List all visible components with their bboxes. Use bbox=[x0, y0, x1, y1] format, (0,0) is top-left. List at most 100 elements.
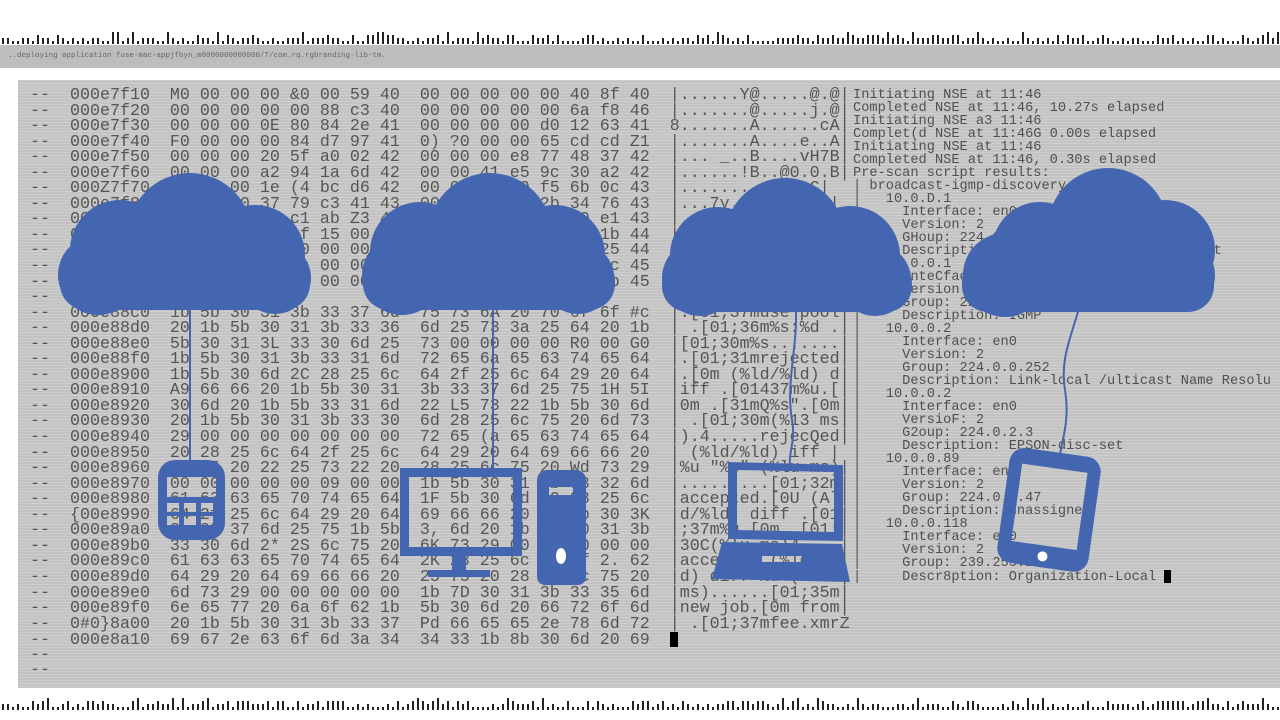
tick-mark bbox=[812, 707, 814, 710]
tick-mark bbox=[1017, 704, 1019, 710]
tick-mark bbox=[937, 704, 939, 710]
tick-mark bbox=[877, 704, 879, 710]
tick-mark bbox=[277, 701, 279, 710]
tick-mark bbox=[467, 701, 469, 710]
tick-mark bbox=[797, 698, 799, 710]
nse-output-line: | Version: 2 bbox=[853, 348, 985, 363]
nse-output-line: | Interface: en0 bbox=[853, 400, 1017, 415]
tick-mark bbox=[1187, 41, 1189, 44]
tick-mark bbox=[772, 707, 774, 710]
tick-mark bbox=[377, 32, 379, 44]
tick-mark bbox=[287, 707, 289, 710]
text-cursor bbox=[669, 632, 678, 648]
tick-mark bbox=[32, 701, 34, 710]
tick-mark bbox=[727, 38, 729, 44]
tick-mark bbox=[952, 701, 954, 710]
tick-mark bbox=[1257, 704, 1259, 710]
tick-mark bbox=[747, 701, 749, 710]
tick-mark bbox=[1052, 41, 1054, 44]
tick-mark bbox=[752, 41, 754, 44]
tick-mark bbox=[702, 38, 704, 44]
tick-mark bbox=[337, 701, 339, 710]
hex-dump-line: -- 000e7f30 00 00 00 0E 80 84 2e 41 00 0… bbox=[30, 117, 850, 137]
nse-output-line: | Version: 2 bbox=[853, 543, 985, 558]
tick-mark bbox=[557, 707, 559, 710]
tick-mark bbox=[472, 707, 474, 710]
tick-mark bbox=[587, 701, 589, 710]
tick-mark bbox=[777, 704, 779, 710]
tick-mark bbox=[1072, 38, 1074, 44]
tick-mark bbox=[177, 707, 179, 710]
tick-mark bbox=[1187, 707, 1189, 710]
tick-mark bbox=[327, 701, 329, 710]
tick-mark bbox=[367, 35, 369, 44]
tick-mark bbox=[1202, 41, 1204, 44]
tick-mark bbox=[12, 41, 14, 44]
tick-mark bbox=[197, 35, 199, 44]
tick-mark bbox=[1242, 35, 1244, 44]
tick-mark bbox=[447, 701, 449, 710]
tick-mark bbox=[997, 41, 999, 44]
tick-mark bbox=[1077, 38, 1079, 44]
tick-mark bbox=[677, 707, 679, 710]
tick-mark bbox=[677, 41, 679, 44]
tick-mark bbox=[252, 704, 254, 710]
tick-mark bbox=[957, 704, 959, 710]
tick-mark bbox=[1207, 698, 1209, 710]
hex-dump-line: -- 000e8940 29 00 00 00 00 00 00 00 72 6… bbox=[30, 428, 850, 448]
tick-mark bbox=[1132, 707, 1134, 710]
tick-mark bbox=[1197, 41, 1199, 44]
tick-mark bbox=[707, 704, 709, 710]
tick-mark bbox=[477, 707, 479, 710]
tick-mark bbox=[1102, 707, 1104, 710]
tick-mark bbox=[282, 701, 284, 710]
tick-mark bbox=[1037, 704, 1039, 710]
tick-mark bbox=[267, 41, 269, 44]
tick-mark bbox=[622, 41, 624, 44]
tick-mark bbox=[512, 701, 514, 710]
tick-mark bbox=[807, 704, 809, 710]
tick-mark bbox=[532, 35, 534, 44]
tick-mark bbox=[272, 707, 274, 710]
hex-dump-line: -- 000e8910 A9 66 66 20 1b 5b 30 31 3b 3… bbox=[30, 381, 850, 401]
tick-mark bbox=[492, 704, 494, 710]
tick-mark bbox=[342, 701, 344, 710]
tick-mark bbox=[602, 38, 604, 44]
tick-mark bbox=[192, 704, 194, 710]
tick-mark bbox=[212, 707, 214, 710]
tick-mark bbox=[207, 38, 209, 44]
tick-mark bbox=[92, 38, 94, 44]
tick-mark bbox=[1277, 707, 1279, 710]
tick-mark bbox=[432, 701, 434, 710]
tick-mark bbox=[947, 707, 949, 710]
tick-mark bbox=[667, 41, 669, 44]
tick-mark bbox=[292, 707, 294, 710]
tick-mark bbox=[172, 698, 174, 710]
tick-mark bbox=[27, 38, 29, 44]
tick-mark bbox=[372, 707, 374, 710]
tick-mark bbox=[542, 38, 544, 44]
tick-mark bbox=[1062, 707, 1064, 710]
tick-mark bbox=[932, 35, 934, 44]
tick-mark bbox=[1212, 704, 1214, 710]
tick-mark bbox=[767, 704, 769, 710]
tick-mark bbox=[227, 35, 229, 44]
tick-mark bbox=[692, 707, 694, 710]
tick-mark bbox=[382, 707, 384, 710]
tick-mark bbox=[817, 35, 819, 44]
tick-mark bbox=[1177, 41, 1179, 44]
tick-mark bbox=[647, 701, 649, 710]
hex-dump-line: -- 000e8920 30 6d 20 1b 5b 33 31 6d 22 L… bbox=[30, 396, 850, 416]
tick-mark bbox=[927, 704, 929, 710]
tick-mark bbox=[582, 707, 584, 710]
tick-mark bbox=[132, 32, 134, 44]
tick-mark bbox=[1077, 707, 1079, 710]
nse-output-line: Completed NSE at 11:46, 0.30s elapsed bbox=[853, 153, 1157, 168]
tick-mark bbox=[567, 701, 569, 710]
tick-mark bbox=[332, 38, 334, 44]
tick-mark bbox=[837, 38, 839, 44]
nse-output-line: Complet(d NSE at 11:46G 0.00s elapsed bbox=[853, 127, 1157, 142]
tick-mark bbox=[147, 38, 149, 44]
tick-mark bbox=[1137, 704, 1139, 710]
